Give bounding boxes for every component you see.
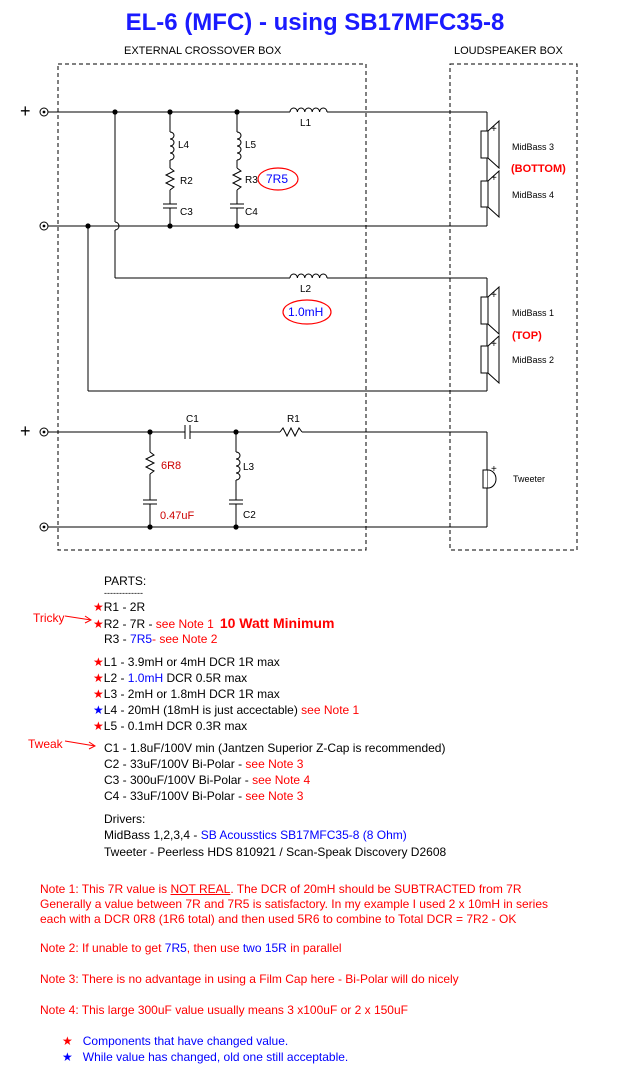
parts-l5: ★L5 - 0.1mH DCR 0.3R max bbox=[93, 719, 248, 733]
midbass-4-label: MidBass 4 bbox=[512, 190, 555, 200]
tricky-label: Tricky bbox=[33, 611, 65, 625]
parts-c2: C2 - 33uF/100V Bi-Polar - see Note 3 bbox=[104, 757, 304, 771]
parts-l1: ★L1 - 3.9mH or 4mH DCR 1R max bbox=[93, 655, 280, 669]
crossover-box-label: EXTERNAL CROSSOVER BOX bbox=[124, 45, 282, 57]
acceptable-star-icon: ★ bbox=[93, 703, 104, 717]
l2-label: L2 bbox=[300, 284, 312, 295]
parts-c4: C4 - 33uF/100V Bi-Polar - see Note 3 bbox=[104, 789, 304, 803]
l2-callout: 1.0mH bbox=[288, 305, 324, 319]
r2-label: R2 bbox=[180, 176, 193, 187]
midbass1-plus: + bbox=[491, 290, 497, 301]
parts-heading: PARTS: bbox=[104, 574, 147, 588]
page-title: EL-6 (MFC) - using SB17MFC35-8 bbox=[125, 9, 505, 36]
l2-callout-circle bbox=[282, 299, 332, 325]
changed-star-icon: ★ bbox=[93, 671, 104, 685]
tweeter-plus: + bbox=[491, 464, 497, 475]
r-6r8-resistor bbox=[144, 451, 156, 475]
r1-resistor bbox=[279, 426, 303, 438]
tweak-label: Tweak bbox=[28, 737, 63, 751]
l1-inductor bbox=[289, 107, 328, 113]
parts-dashes: ------------- bbox=[104, 588, 143, 598]
midbass-3-driver bbox=[480, 119, 500, 170]
parts-r1: ★R1 - 2R bbox=[93, 600, 146, 614]
r-6r8-label: 6R8 bbox=[161, 460, 182, 472]
changed-star-icon: ★ bbox=[93, 655, 104, 669]
parts-r3: R3 - 7R5- see Note 2 bbox=[104, 632, 218, 646]
midbass4-plus: + bbox=[491, 173, 497, 184]
midbass-3-label: MidBass 3 bbox=[512, 142, 555, 152]
speaker-box-label: LOUDSPEAKER BOX bbox=[454, 45, 563, 57]
midbass2-plus: + bbox=[491, 339, 497, 350]
drivers-tweeter: Tweeter - Peerless HDS 810921 / Scan-Spe… bbox=[104, 845, 447, 859]
drivers-heading: Drivers: bbox=[104, 812, 146, 826]
l3-label: L3 bbox=[243, 462, 255, 473]
note-4: Note 4: This large 300uF value usually m… bbox=[40, 1003, 408, 1017]
legend-changed: ★Components that have changed value. bbox=[62, 1034, 289, 1048]
changed-star-icon: ★ bbox=[93, 687, 104, 701]
legend-acceptable: ★While value has changed, old one still … bbox=[62, 1050, 349, 1064]
c4-label: C4 bbox=[245, 207, 258, 218]
c2-label: C2 bbox=[243, 510, 256, 521]
plus-sign-tweeter: + bbox=[20, 421, 31, 441]
l2-inductor bbox=[289, 273, 328, 279]
note-1-line-3: each with a DCR 0R8 (1R6 total) and then… bbox=[40, 912, 517, 926]
loudspeaker-box bbox=[449, 63, 578, 551]
note-2: Note 2: If unable to get 7R5, then use t… bbox=[40, 941, 342, 955]
note-1-line-2: Generally a value between 7R and 7R5 is … bbox=[40, 897, 549, 911]
tweak-arrow-icon bbox=[64, 740, 96, 750]
parts-c3: C3 - 300uF/100V Bi-Polar - see Note 4 bbox=[104, 773, 311, 787]
midbass-4-driver bbox=[480, 169, 500, 219]
l1-label: L1 bbox=[300, 118, 312, 129]
external-crossover-box bbox=[57, 63, 367, 551]
midbass-2-driver bbox=[480, 334, 500, 385]
parts-l3: ★L3 - 2mH or 1.8mH DCR 1R max bbox=[93, 687, 280, 701]
plus-sign-woofer: + bbox=[20, 101, 31, 121]
r3-callout-circle bbox=[257, 167, 299, 191]
l5-label: L5 bbox=[245, 140, 257, 151]
r3-resistor bbox=[231, 167, 243, 191]
r3-callout: 7R5 bbox=[266, 172, 289, 186]
tweeter-label: Tweeter bbox=[513, 474, 546, 484]
r2-resistor bbox=[164, 167, 176, 191]
c3-label: C3 bbox=[180, 207, 193, 218]
changed-star-icon: ★ bbox=[62, 1034, 73, 1048]
crossover-schematic bbox=[39, 63, 578, 551]
acceptable-star-icon: ★ bbox=[62, 1050, 73, 1064]
c-047-label: 0.47uF bbox=[160, 510, 195, 522]
midbass3-plus: + bbox=[491, 124, 497, 135]
tweeter-driver bbox=[482, 469, 497, 489]
bottom-label: (BOTTOM) bbox=[511, 163, 566, 175]
midbass-1-label: MidBass 1 bbox=[512, 308, 555, 318]
parts-c1: C1 - 1.8uF/100V min (Jantzen Superior Z-… bbox=[104, 741, 446, 755]
note-1-line-1: Note 1: This 7R value is NOT REAL. The D… bbox=[40, 882, 522, 896]
l3-inductor bbox=[235, 451, 241, 481]
note-3: Note 3: There is no advantage in using a… bbox=[40, 972, 459, 986]
top-label: (TOP) bbox=[512, 330, 542, 342]
midbass-2-label: MidBass 2 bbox=[512, 355, 555, 365]
parts-l4: ★L4 - 20mH (18mH is just accectable) see… bbox=[93, 703, 360, 717]
changed-star-icon: ★ bbox=[93, 617, 104, 631]
midbass-1-driver bbox=[480, 285, 500, 336]
r3-label: R3 bbox=[245, 175, 258, 186]
r1-label: R1 bbox=[287, 414, 300, 425]
changed-star-icon: ★ bbox=[93, 719, 104, 733]
l4-label: L4 bbox=[178, 140, 190, 151]
l5-inductor bbox=[236, 131, 242, 161]
parts-l2: ★L2 - 1.0mH DCR 0.5R max bbox=[93, 671, 248, 685]
c1-label: C1 bbox=[186, 414, 199, 425]
drivers-midbass: MidBass 1,2,3,4 - SB Acousstics SB17MFC3… bbox=[104, 828, 407, 842]
l4-inductor bbox=[169, 131, 175, 161]
tricky-arrow-icon bbox=[64, 615, 92, 624]
changed-star-icon: ★ bbox=[93, 600, 104, 614]
